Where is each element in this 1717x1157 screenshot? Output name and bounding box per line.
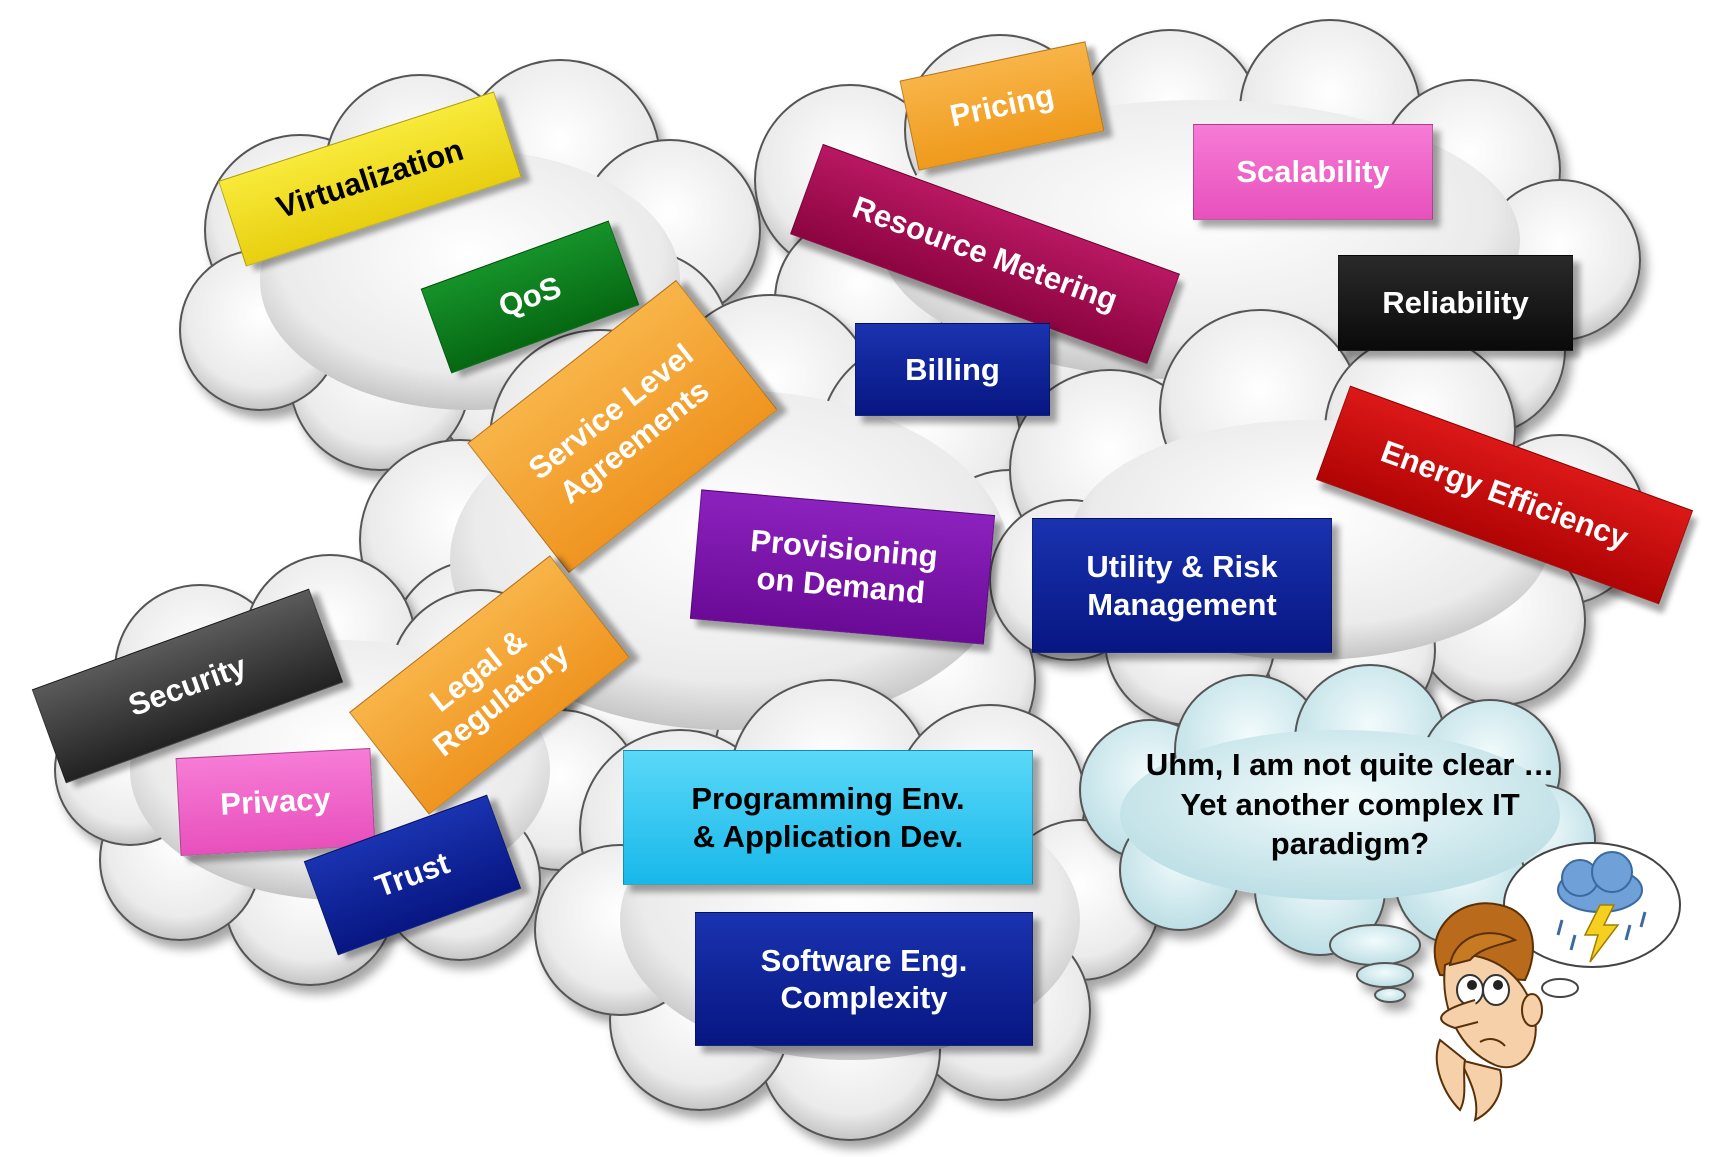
label-privacy: Privacy (175, 747, 376, 857)
storm-cloud-icon (1556, 851, 1647, 963)
thought-bubble (1079, 664, 1596, 1003)
label-scalability: Scalability (1193, 124, 1433, 220)
label-provisioning-on-demand: Provisioning on Demand (689, 489, 996, 645)
label-programming-env: Programming Env. & Application Dev. (623, 750, 1033, 885)
label-software-eng-complexity: Software Eng. Complexity (695, 912, 1033, 1046)
confused-person-icon (1433, 902, 1543, 1122)
thought-bubble-text: Uhm, I am not quite clear … Yet another … (1145, 747, 1555, 862)
label-utility-risk-management: Utility & Risk Management (1032, 518, 1332, 653)
label-reliability: Reliability (1338, 255, 1573, 351)
label-billing: Billing (855, 323, 1050, 416)
cloud-bottom-center (534, 679, 1161, 1141)
